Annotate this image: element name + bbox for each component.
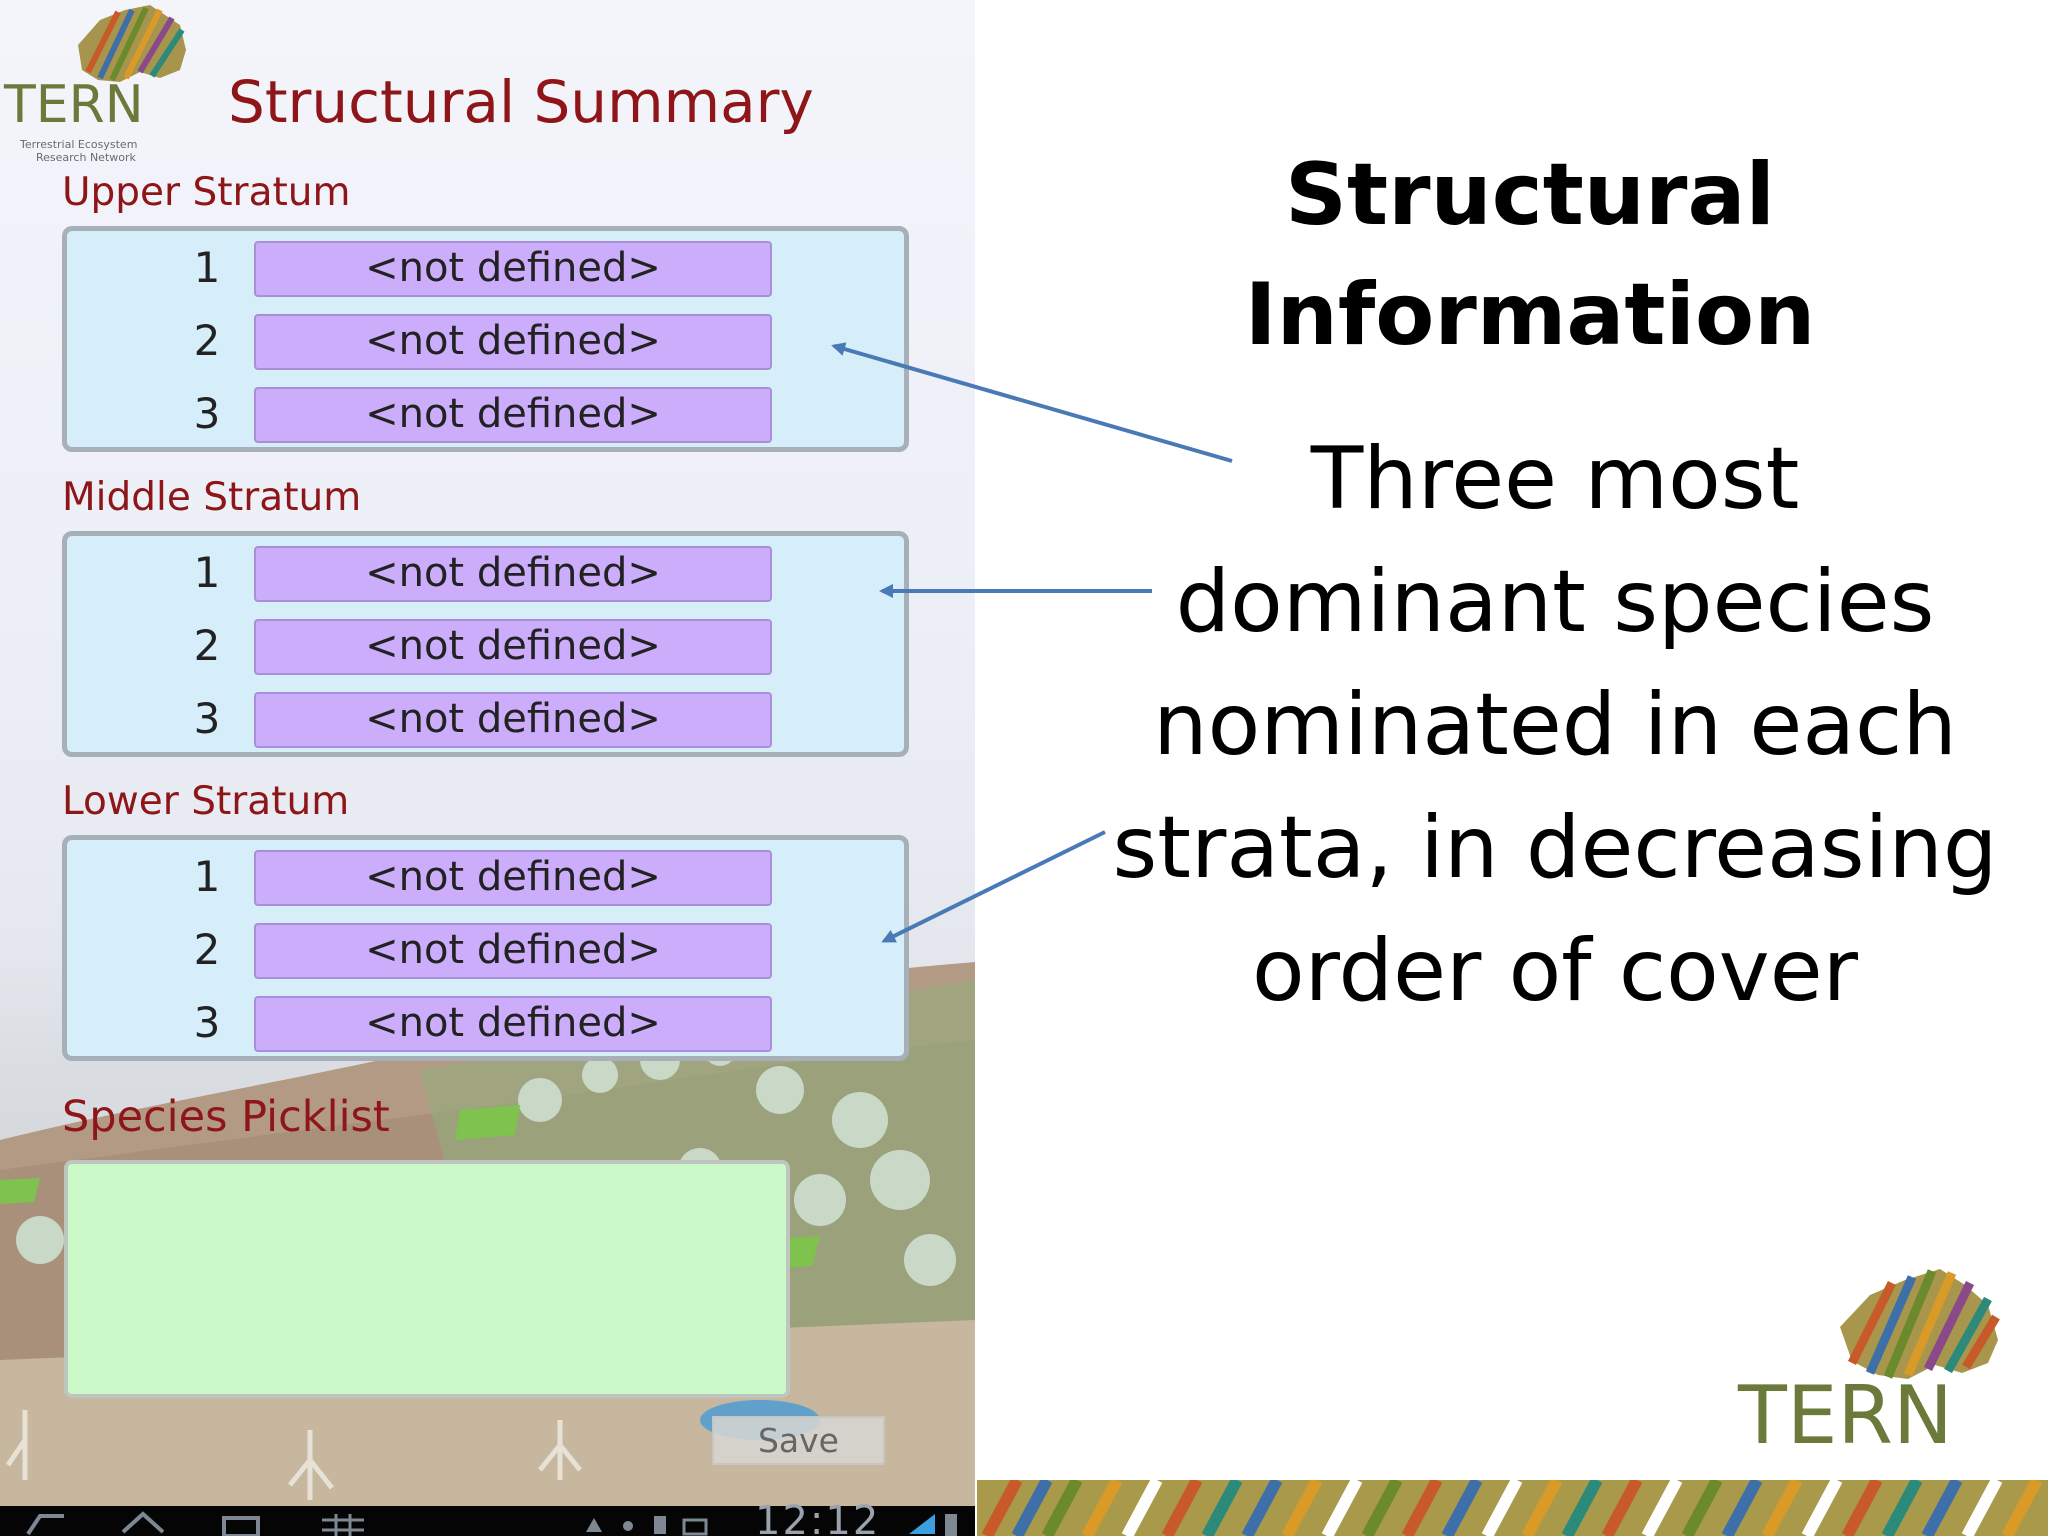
species-select-button[interactable]: <not defined> — [254, 692, 772, 748]
species-select-button[interactable]: <not defined> — [254, 923, 772, 979]
decorative-stripes — [977, 1480, 2048, 1536]
row-number: 2 — [193, 621, 221, 670]
row-number: 3 — [193, 389, 221, 438]
row-number: 1 — [193, 548, 221, 597]
stratum-row: 1 <not defined> — [67, 546, 904, 602]
lower-stratum-label: Lower Stratum — [62, 779, 350, 824]
slide-body-line: strata, in decreasing — [1112, 798, 1998, 898]
tern-logo-text: TERN — [3, 75, 144, 135]
system-nav-bar: 12:12 — [0, 1498, 975, 1536]
row-number: 3 — [193, 694, 221, 743]
stratum-row: 1 <not defined> — [67, 850, 904, 906]
slide-title-line: Information — [1244, 265, 1816, 365]
menu-grid-icon[interactable] — [318, 1510, 368, 1536]
tern-logo: TERN Terrestrial Ecosystem Research Netw… — [3, 5, 186, 164]
species-select-button[interactable]: <not defined> — [254, 996, 772, 1052]
species-select-button[interactable]: <not defined> — [254, 241, 772, 297]
slide-body-line: dominant species — [1175, 552, 1935, 652]
middle-stratum-panel: 1 <not defined> 2 <not defined> 3 <not d… — [62, 531, 909, 757]
upper-stratum-label: Upper Stratum — [62, 170, 351, 215]
slide-title: Structural Information — [1060, 135, 2000, 375]
species-picklist-label: Species Picklist — [62, 1092, 390, 1142]
page-title: Structural Summary — [228, 68, 814, 136]
back-icon[interactable] — [20, 1510, 70, 1536]
species-select-button[interactable]: <not defined> — [254, 850, 772, 906]
stratum-row: 3 <not defined> — [67, 996, 904, 1052]
slide-body-line: nominated in each — [1153, 675, 1957, 775]
save-button[interactable]: Save — [712, 1416, 885, 1465]
row-number: 2 — [193, 925, 221, 974]
species-select-button[interactable]: <not defined> — [254, 619, 772, 675]
stratum-row: 2 <not defined> — [67, 314, 904, 370]
stratum-row: 2 <not defined> — [67, 619, 904, 675]
tern-logo-subtitle-1: Terrestrial Ecosystem — [19, 138, 137, 151]
slide-body-line: order of cover — [1252, 921, 1858, 1021]
species-select-button[interactable]: <not defined> — [254, 546, 772, 602]
tern-logo-slide: TERN — [1737, 1269, 2000, 1455]
recent-apps-icon[interactable] — [218, 1510, 268, 1536]
row-number: 1 — [193, 852, 221, 901]
app-screenshot: TERN Terrestrial Ecosystem Research Netw… — [0, 0, 975, 1536]
upper-stratum-panel: 1 <not defined> 2 <not defined> 3 <not d… — [62, 226, 909, 452]
status-icons — [586, 1516, 708, 1536]
tern-logo-subtitle-2: Research Network — [36, 151, 137, 164]
row-number: 2 — [193, 316, 221, 365]
stratum-row: 2 <not defined> — [67, 923, 904, 979]
row-number: 3 — [193, 998, 221, 1047]
row-number: 1 — [193, 243, 221, 292]
slide-body-line: Three most — [1310, 429, 1800, 529]
slide-title-line: Structural — [1285, 145, 1775, 245]
middle-stratum-label: Middle Stratum — [62, 475, 362, 520]
species-select-button[interactable]: <not defined> — [254, 387, 772, 443]
stratum-row: 1 <not defined> — [67, 241, 904, 297]
stratum-row: 3 <not defined> — [67, 387, 904, 443]
slide-body-text: Three most dominant species nominated in… — [1100, 418, 2010, 1033]
lower-stratum-panel: 1 <not defined> 2 <not defined> 3 <not d… — [62, 835, 909, 1061]
species-picklist[interactable] — [64, 1160, 790, 1398]
status-clock: 12:12 — [755, 1498, 881, 1536]
home-icon[interactable] — [118, 1510, 168, 1536]
signal-battery-icon — [909, 1514, 957, 1536]
tern-logo-slide-text: TERN — [1737, 1369, 1953, 1455]
stratum-row: 3 <not defined> — [67, 692, 904, 748]
species-select-button[interactable]: <not defined> — [254, 314, 772, 370]
